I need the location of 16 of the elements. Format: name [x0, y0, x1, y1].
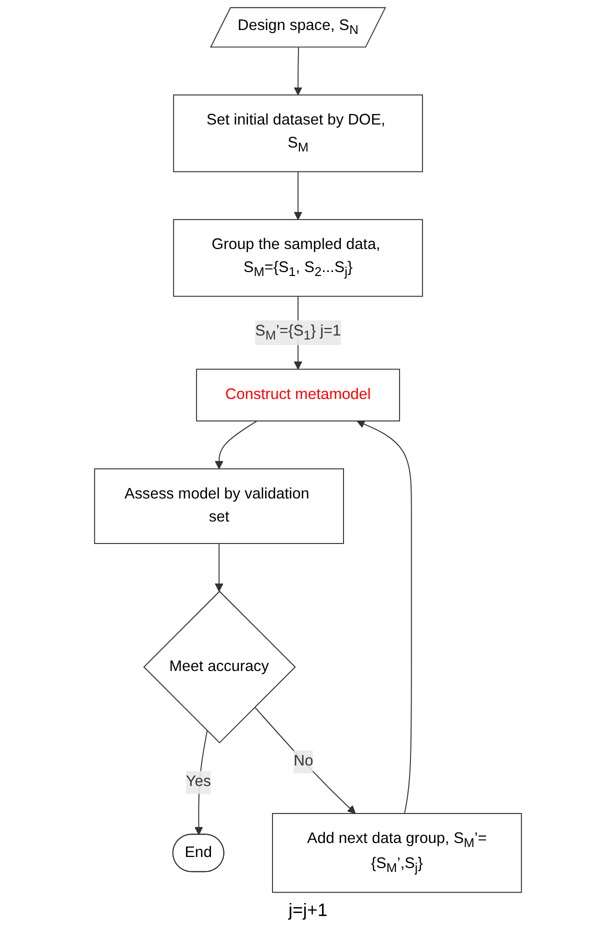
edge-label: No: [294, 753, 314, 770]
arrow: [254, 706, 356, 814]
node-diamond: Meet accuracy: [143, 590, 296, 744]
arrow: [294, 47, 302, 96]
node-box: Construct metamodel: [196, 368, 400, 422]
node-box: Set initial dataset by DOE, S$_{M}$: [173, 94, 423, 172]
arrow: [294, 171, 302, 220]
arrow: [214, 543, 224, 592]
node-box: Assess model by validation set: [94, 468, 344, 544]
node-box: Add next data group, S$_{M}$’={S$_{M}$’,S$_{j}$}: [272, 813, 522, 893]
loop-counter-label: j=j+1: [287, 900, 329, 921]
edge-label: S$_{M}$’={S$_{1}$} j=1: [255, 323, 341, 342]
arrow: [356, 420, 412, 814]
node-box: Group the sampled data, S$_{M}$={S$_{1}$, S$_{2}$...S$_{j}$}: [173, 219, 423, 297]
arrow: [214, 420, 258, 470]
edge-label: Yes: [186, 774, 211, 790]
